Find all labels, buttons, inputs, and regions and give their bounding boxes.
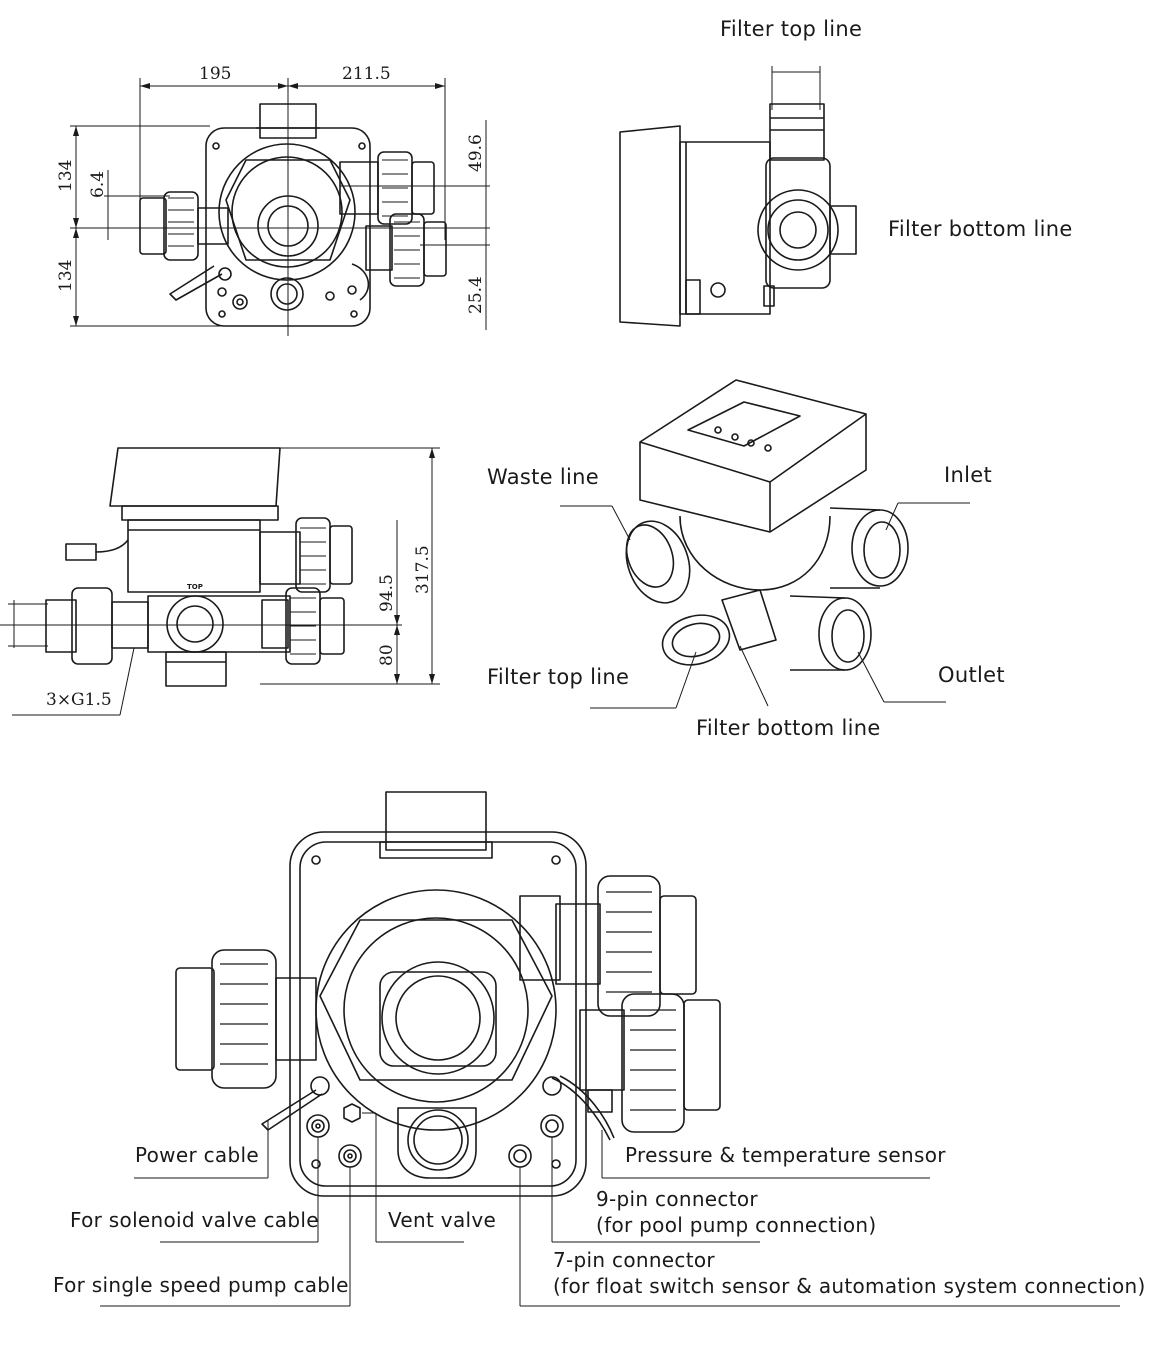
isometric-view-drawing [560, 379, 970, 709]
label-iso-filter-bottom: Filter bottom line [696, 716, 881, 740]
label-pressure-temperature-sensor: Pressure & temperature sensor [625, 1143, 946, 1167]
dim-height-mid: 94.5 [377, 574, 397, 612]
top-mark-text: TOP [187, 583, 203, 591]
label-side-filter-top: Filter top line [720, 17, 863, 41]
top-view-drawing [70, 78, 490, 336]
label-solenoid-valve-cable: For solenoid valve cable [70, 1208, 319, 1232]
label-single-speed-pump-cable: For single speed pump cable [53, 1273, 349, 1297]
bottom-view-drawing [100, 791, 1120, 1307]
dim-width-right: 211.5 [342, 64, 391, 84]
label-7pin-connector: 7-pin connector [553, 1248, 715, 1272]
label-7pin-detail: (for float switch sensor & automation sy… [553, 1274, 1146, 1298]
label-waste-line: Waste line [487, 465, 599, 489]
dim-offset-left: 6.4 [88, 171, 108, 198]
label-vent-valve: Vent valve [388, 1208, 497, 1232]
label-9pin-connector: 9-pin connector [596, 1187, 758, 1211]
label-outlet: Outlet [938, 663, 1005, 687]
label-iso-filter-top: Filter top line [487, 665, 630, 689]
side-view-drawing [619, 66, 857, 327]
label-inlet: Inlet [944, 463, 992, 487]
label-side-filter-bottom: Filter bottom line [888, 217, 1073, 241]
dim-offset-right-bottom: 25.4 [466, 276, 486, 314]
dim-height-low: 80 [377, 644, 397, 666]
label-power-cable: Power cable [135, 1143, 259, 1167]
front-view-drawing [0, 447, 440, 716]
dim-offset-right-top: 49.6 [466, 134, 486, 172]
dim-height-top: 134 [56, 160, 76, 192]
dim-height-bottom: 134 [56, 260, 76, 292]
dim-thread-spec: 3×G1.5 [46, 690, 112, 710]
dim-height-total: 317.5 [413, 545, 433, 594]
dim-width-left: 195 [199, 64, 231, 84]
label-9pin-detail: (for pool pump connection) [596, 1213, 877, 1237]
